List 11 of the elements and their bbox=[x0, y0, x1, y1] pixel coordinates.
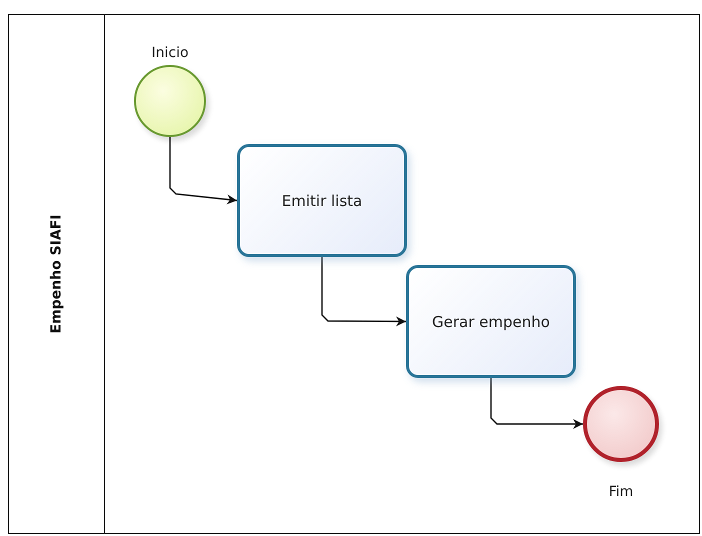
event-label: Inicio bbox=[151, 45, 189, 61]
event-label: Fim bbox=[608, 484, 634, 500]
task-box bbox=[406, 265, 576, 378]
swimlane-pool bbox=[8, 14, 700, 534]
sequence-arrow bbox=[490, 378, 583, 429]
task-label: Emitir lista bbox=[282, 192, 362, 210]
lane-title: Empenho SIAFI bbox=[48, 214, 64, 334]
sequence-arrow bbox=[169, 137, 238, 204]
sequence-arrow bbox=[321, 257, 406, 326]
task-label: Gerar empenho bbox=[432, 312, 550, 330]
task-box bbox=[237, 144, 407, 257]
